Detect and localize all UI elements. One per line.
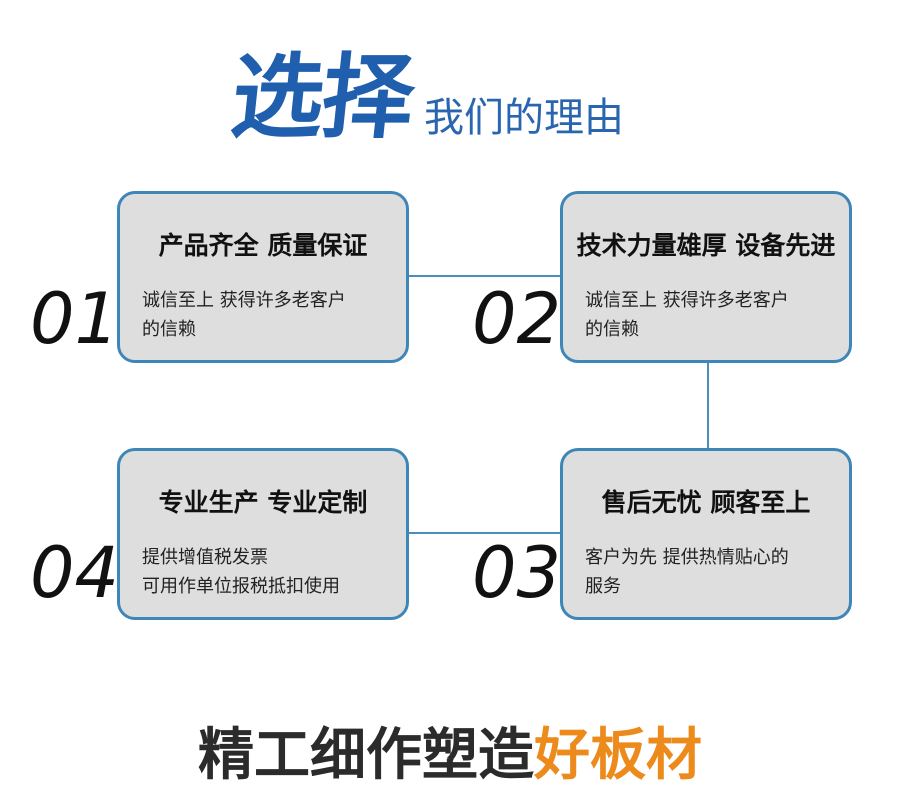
card-desc-line: 诚信至上 获得许多老客户 xyxy=(142,290,346,311)
card-desc-line: 可用作单位报税抵扣使用 xyxy=(142,576,340,597)
card-desc-line: 服务 xyxy=(585,576,621,597)
card-title: 产品齐全 质量保证 xyxy=(158,231,368,260)
page-heading: 选择 我们的理由 xyxy=(226,44,625,151)
card-title: 专业生产 专业定制 xyxy=(158,488,368,517)
reason-card-02: 技术力量雄厚 设备先进 诚信至上 获得许多老客户 的信赖 xyxy=(560,191,852,363)
card-title: 技术力量雄厚 设备先进 xyxy=(576,231,836,260)
card-description: 诚信至上 获得许多老客户 的信赖 xyxy=(585,286,835,344)
card-number-03: 03 xyxy=(472,532,562,614)
card-desc-line: 客户为先 提供热情贴心的 xyxy=(585,547,789,568)
reason-card-01: 产品齐全 质量保证 诚信至上 获得许多老客户 的信赖 xyxy=(117,191,409,363)
slogan-part-1: 精工细作塑造 xyxy=(198,723,534,788)
connector-bottom xyxy=(408,532,560,534)
card-title: 售后无忧 顾客至上 xyxy=(601,488,811,517)
card-desc-line: 提供增值税发票 xyxy=(142,547,268,568)
heading-sub: 我们的理由 xyxy=(424,95,625,141)
card-description: 提供增值税发票 可用作单位报税抵扣使用 xyxy=(142,543,392,601)
card-number-04: 04 xyxy=(30,532,120,614)
card-desc-line: 的信赖 xyxy=(585,319,639,340)
card-description: 诚信至上 获得许多老客户 的信赖 xyxy=(142,286,392,344)
reason-card-03: 售后无忧 顾客至上 客户为先 提供热情贴心的 服务 xyxy=(560,448,852,620)
card-description: 客户为先 提供热情贴心的 服务 xyxy=(585,543,835,601)
bottom-slogan: 精工细作塑造好板材 xyxy=(0,710,900,791)
connector-right xyxy=(707,362,709,448)
connector-top xyxy=(408,275,560,277)
card-desc-line: 的信赖 xyxy=(142,319,196,340)
reason-card-04: 专业生产 专业定制 提供增值税发票 可用作单位报税抵扣使用 xyxy=(117,448,409,620)
slogan-part-2: 好板材 xyxy=(534,723,702,788)
card-number-01: 01 xyxy=(30,278,120,360)
heading-main: 选择 xyxy=(226,44,418,151)
card-desc-line: 诚信至上 获得许多老客户 xyxy=(585,290,789,311)
card-number-02: 02 xyxy=(472,278,562,360)
